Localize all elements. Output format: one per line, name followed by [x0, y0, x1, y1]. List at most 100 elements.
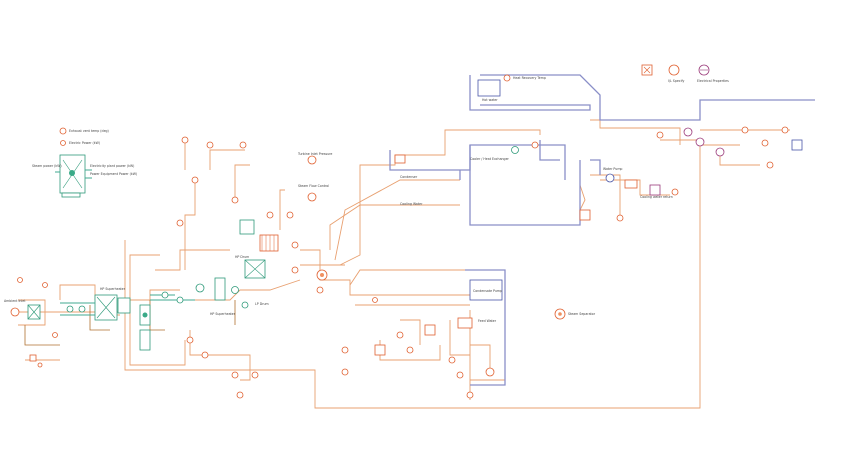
- flow-sensor-e[interactable]: [176, 219, 184, 227]
- flow-sensor-c[interactable]: [239, 141, 247, 149]
- bottom-valve[interactable]: [466, 391, 474, 399]
- lp-sensor-2[interactable]: [406, 346, 414, 354]
- exhaust-damper-2[interactable]: [176, 296, 184, 304]
- st-inlet-valve[interactable]: [683, 127, 693, 137]
- feed-heater[interactable]: [624, 179, 638, 189]
- flow-sensor-h[interactable]: [286, 211, 294, 219]
- cond-loop-sub: Cooling Water: [400, 202, 423, 206]
- feed-pump[interactable]: [605, 173, 615, 183]
- st-sensor-5[interactable]: [656, 131, 664, 139]
- feed-sensor[interactable]: [671, 188, 679, 196]
- generator-rotor-icon: [69, 170, 75, 176]
- st-sensor-2[interactable]: [781, 126, 789, 134]
- right-box-label: Cooling water return: [640, 195, 673, 199]
- combustor[interactable]: [117, 297, 131, 314]
- inlet-sensor[interactable]: [10, 307, 20, 317]
- lp-sensor-6[interactable]: [456, 371, 464, 379]
- drain-valve[interactable]: [29, 354, 37, 362]
- ref-sensor-1[interactable]: [307, 155, 317, 165]
- economizer[interactable]: [241, 301, 249, 309]
- lower-sensor-d[interactable]: [236, 391, 244, 399]
- cond-loop-label: Condenser: [400, 175, 418, 179]
- cooler-sensor[interactable]: [531, 141, 539, 149]
- power-sensor[interactable]: [60, 140, 66, 146]
- ambient-temp-sensor[interactable]: [17, 277, 23, 283]
- top-loop-label: Hot water: [482, 98, 498, 102]
- lp-sensor-3[interactable]: [341, 346, 349, 354]
- hrsg-inlet[interactable]: [195, 283, 205, 293]
- gen-block-sub3: Power Equipment Power (kW): [90, 172, 137, 176]
- gen-block-title: Exhaust vent temp (deg): [69, 129, 109, 133]
- st-throttle[interactable]: [695, 137, 705, 147]
- condenser-valve[interactable]: [394, 154, 406, 164]
- right-box-label2: Water Pump: [603, 167, 622, 171]
- hot-water-tank[interactable]: [477, 79, 501, 97]
- feed-mixer[interactable]: [649, 184, 661, 196]
- st-turbine[interactable]: [715, 147, 725, 157]
- outlet-sensor[interactable]: [616, 214, 624, 222]
- flow-sensor-g[interactable]: [266, 211, 274, 219]
- heat-recovery-loop: Hot water Heat Recovery Temp Cooler / He…: [394, 74, 624, 222]
- lp-sensor-5[interactable]: [448, 356, 456, 364]
- humidity-sensor[interactable]: [42, 282, 48, 288]
- ref-label-1: Turbine Inlet Pressure: [297, 152, 332, 156]
- exhaust-sensor[interactable]: [59, 127, 67, 135]
- bottom-loop-sub: Feed Water: [478, 319, 497, 323]
- lp-sensor-1[interactable]: [396, 331, 404, 339]
- mixer-outlet-valve[interactable]: [316, 286, 324, 294]
- inlet-damper[interactable]: [78, 305, 86, 313]
- lp-heater[interactable]: [374, 344, 386, 356]
- gen-block-left: Steam power (kW): [32, 164, 62, 168]
- lower-sensor-e[interactable]: [201, 351, 209, 359]
- steam-valve-1[interactable]: [291, 241, 299, 249]
- bypass-stack[interactable]: [139, 329, 151, 351]
- ref-sensor-2[interactable]: [307, 192, 317, 202]
- lower-left2: LP Drum: [255, 302, 269, 306]
- bottom-loop-label: Condensate Pump: [473, 289, 502, 293]
- steam-turbine-group: Cooling water return Water Pump: [603, 126, 803, 199]
- deaerator[interactable]: [239, 219, 255, 235]
- lp-sensor-4[interactable]: [341, 368, 349, 376]
- generator-base: [61, 192, 81, 198]
- blue-pipe-network: [389, 74, 815, 386]
- st-generator[interactable]: [791, 139, 803, 151]
- cond-outlet-pump[interactable]: [579, 209, 591, 221]
- inlet-area: Ambient Inlet: [4, 277, 58, 368]
- st-sensor-1[interactable]: [741, 126, 749, 134]
- flow-sensor-a[interactable]: [181, 136, 189, 144]
- lower-left1: HP Superheater: [210, 312, 236, 316]
- steam-header[interactable]: [259, 234, 279, 252]
- preheater[interactable]: [424, 324, 436, 336]
- flow-sensor-f[interactable]: [231, 196, 239, 204]
- top-loop-sub: Heat Recovery Temp: [513, 76, 546, 80]
- st-sensor-3[interactable]: [761, 139, 769, 147]
- lower-sensor-a[interactable]: [186, 336, 194, 344]
- hp-superheater[interactable]: [214, 277, 226, 301]
- flow-sensor-b[interactable]: [206, 141, 214, 149]
- lower-sensor-c[interactable]: [251, 371, 259, 379]
- separator-core-icon: [558, 312, 562, 316]
- mixer-core-icon: [320, 273, 324, 277]
- feed-pump-2[interactable]: [457, 317, 473, 329]
- inlet-guide-vane[interactable]: [66, 305, 74, 313]
- diagram-small-labels: HP Superheater: [100, 287, 126, 291]
- drain-sensor[interactable]: [37, 362, 43, 368]
- lower-sensor-b[interactable]: [231, 371, 239, 379]
- condensate-loop: Condensate Pump Feed Water: [341, 279, 503, 399]
- flow-sensor-d[interactable]: [191, 176, 199, 184]
- lp-evaporator[interactable]: [231, 286, 239, 294]
- cooler-pump[interactable]: [511, 146, 519, 154]
- exhaust-damper-1[interactable]: [161, 291, 169, 299]
- legend-label-1: I/L Specify: [668, 79, 685, 83]
- lp-valve[interactable]: [372, 297, 378, 303]
- condensate-tank[interactable]: [469, 279, 503, 301]
- label-compressor-area: HP Superheater: [100, 287, 126, 291]
- bottom-sensor[interactable]: [485, 367, 495, 377]
- st-sensor-4[interactable]: [766, 161, 774, 169]
- orphan-sensor-group: Steam Separator: [554, 308, 596, 320]
- steam-valve-2[interactable]: [291, 266, 299, 274]
- inlet-label: Ambient Inlet: [4, 299, 26, 303]
- hot-water-sensor[interactable]: [503, 74, 511, 82]
- generator-block: Exhaust vent temp (deg) Electric Power (…: [32, 127, 137, 198]
- pressure-sensor[interactable]: [52, 332, 58, 338]
